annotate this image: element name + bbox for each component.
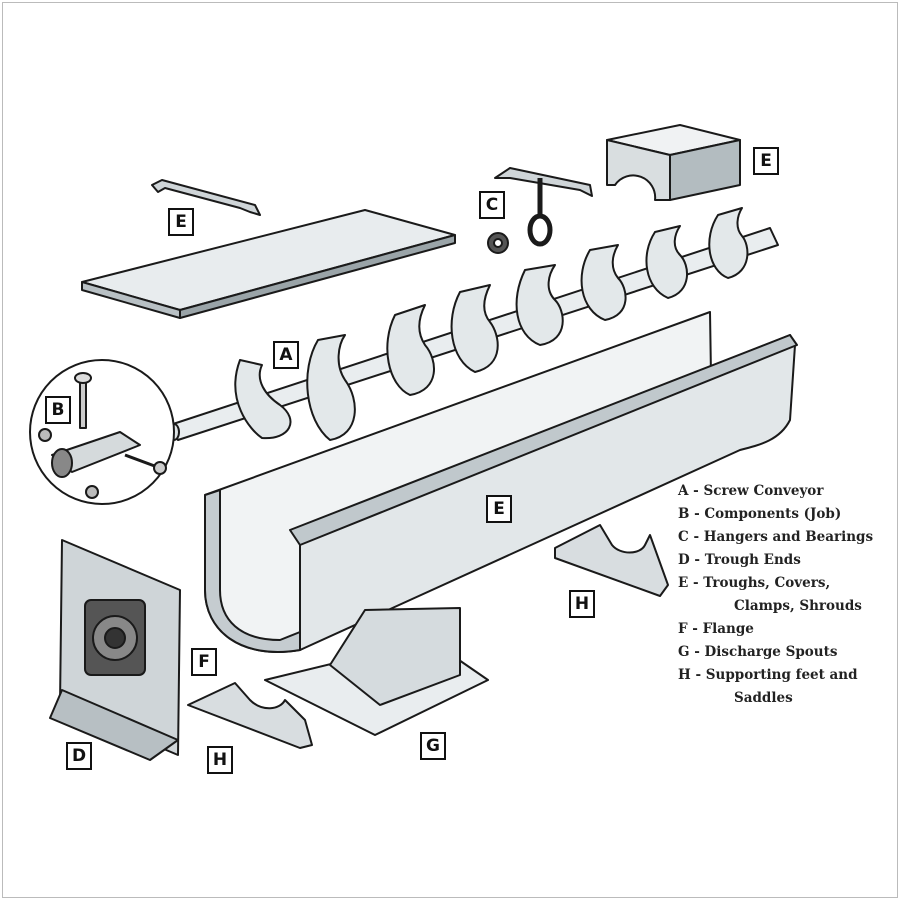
legend: A - Screw Conveyor B - Components (Job) …: [678, 480, 873, 710]
legend-item: G - Discharge Spouts: [678, 644, 838, 660]
legend-item: B - Components (Job): [678, 506, 842, 522]
legend-item: A - Screw Conveyor: [678, 483, 824, 499]
supporting-saddle: [554, 524, 669, 597]
label-d: D: [66, 742, 92, 770]
legend-item: D - Trough Ends: [678, 552, 801, 568]
label-e-clamp: E: [168, 208, 194, 236]
label-f: F: [191, 648, 217, 676]
label-b: B: [45, 396, 71, 424]
legend-item: H - Supporting feet and: [678, 667, 858, 683]
label-h-left: H: [207, 746, 233, 774]
hanger-bearing: [487, 167, 593, 254]
legend-item: E - Troughs, Covers,: [678, 575, 831, 591]
shroud: [606, 124, 741, 201]
trough-end: [49, 539, 181, 761]
legend-item: C - Hangers and Bearings: [678, 529, 874, 545]
discharge-spout: [264, 607, 489, 736]
label-a: A: [273, 341, 299, 369]
label-e-trough: E: [486, 495, 512, 523]
legend-item-continued: Clamps, Shrouds: [734, 598, 862, 614]
screw-conveyor: [168, 207, 779, 441]
components-bubble: [29, 359, 175, 505]
supporting-saddle: [187, 682, 313, 749]
trough-cover: [81, 209, 456, 319]
legend-item: F - Flange: [678, 621, 754, 637]
label-e-shroud: E: [753, 147, 779, 175]
label-g: G: [420, 732, 446, 760]
label-c: C: [479, 191, 505, 219]
label-h-right: H: [569, 590, 595, 618]
trough: [204, 311, 798, 653]
legend-item-continued: Saddles: [734, 690, 793, 706]
clamp: [151, 179, 261, 216]
